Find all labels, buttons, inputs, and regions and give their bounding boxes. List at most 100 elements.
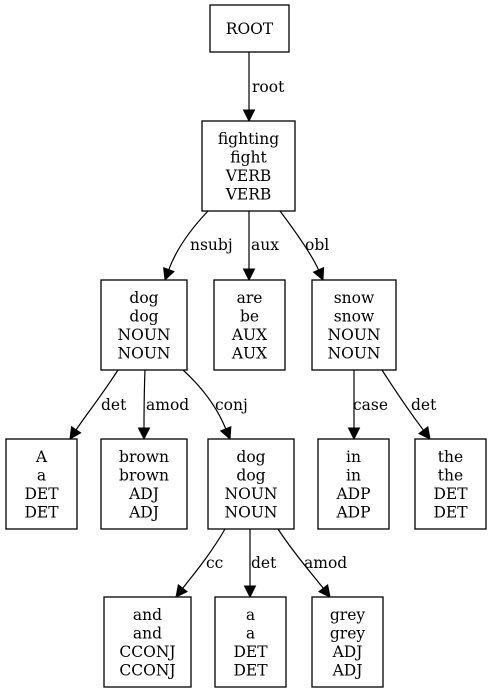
edge-line	[168, 210, 209, 270]
node-text: NOUN	[118, 344, 171, 362]
edge-label: nsubj	[190, 236, 233, 254]
edge-line	[143, 369, 146, 429]
arrowhead	[242, 109, 256, 123]
node-text: a	[246, 606, 255, 624]
edge-line	[75, 369, 119, 431]
arrowhead	[175, 584, 189, 598]
edge-label: det	[101, 396, 127, 414]
node-box	[414, 438, 487, 530]
node-text: snow	[334, 307, 375, 325]
node-box	[103, 596, 192, 688]
arrowhead	[219, 425, 232, 441]
edge-label: aux	[251, 236, 279, 254]
edge-line	[182, 528, 226, 589]
arrowhead	[312, 266, 325, 282]
node-text: the	[438, 448, 463, 466]
node-text: dog	[129, 289, 158, 307]
node-box	[214, 596, 287, 688]
edge-line	[277, 528, 324, 589]
node-text: DET	[24, 485, 59, 503]
node-text: DET	[233, 661, 268, 679]
edge-case-in: case	[347, 369, 388, 441]
edge-label: det	[251, 554, 277, 572]
edge-aux-are: aux	[242, 211, 279, 282]
nodes-layer: ROOTfightingfightVERBVERBdogdogNOUNNOUNa…	[5, 4, 487, 688]
node-text: AUX	[231, 344, 267, 362]
node-text: brown	[119, 466, 169, 484]
node-text: VERB	[225, 185, 272, 203]
node-text: DET	[233, 643, 268, 661]
edge-line	[279, 210, 320, 271]
node-box	[100, 279, 188, 371]
node-text: VERB	[225, 167, 272, 185]
node-text: NOUN	[328, 344, 381, 362]
edge-cc-and: cc	[175, 528, 226, 598]
node-text: AUX	[231, 326, 267, 344]
edge-label: cc	[206, 554, 223, 572]
node-text: ADJ	[128, 485, 159, 503]
edge-conj-dog2: conj	[182, 369, 248, 441]
edge-label: obl	[305, 236, 329, 254]
node-text: ADP	[335, 485, 370, 503]
edge-label: det	[411, 396, 437, 414]
arrowhead	[317, 584, 331, 598]
edge-amod-brown: amod	[137, 369, 189, 441]
node-text: in	[346, 448, 361, 466]
node-text: grey	[330, 606, 366, 624]
edge-nsubj-dog1: nsubj	[163, 210, 233, 282]
arrowhead	[69, 425, 82, 440]
node-root: ROOT	[209, 4, 290, 53]
node-text: grey	[330, 624, 366, 642]
node-text: snow	[334, 289, 375, 307]
edge-label: root	[252, 78, 285, 96]
node-text: DET	[433, 503, 468, 521]
edge-label: amod	[146, 396, 189, 414]
node-text: brown	[119, 448, 169, 466]
node-box	[311, 596, 384, 688]
node-box	[5, 438, 78, 530]
node-box	[201, 120, 296, 212]
node-text: in	[346, 466, 361, 484]
node-text: CCONJ	[119, 643, 175, 661]
arrowhead	[163, 267, 175, 282]
node-text: dog	[236, 466, 265, 484]
edge-line	[182, 369, 227, 430]
arrowhead	[242, 268, 256, 282]
node-text: A	[35, 448, 48, 466]
node-text: and	[133, 606, 162, 624]
node-text: DET	[433, 485, 468, 503]
node-text: a	[37, 466, 46, 484]
node-box	[317, 438, 390, 530]
node-text: NOUN	[118, 326, 171, 344]
edge-det-a-lower: det	[243, 528, 277, 599]
edge-label: conj	[215, 396, 248, 414]
arrowhead	[418, 426, 431, 440]
edge-det-the: det	[381, 369, 437, 440]
node-box	[207, 438, 295, 530]
node-text: ADJ	[332, 643, 363, 661]
node-text: CCONJ	[119, 661, 175, 679]
edge-amod-grey: amod	[277, 528, 347, 598]
edge-det-a-upper: det	[69, 369, 127, 440]
node-text: fight	[230, 148, 267, 166]
node-text: ADJ	[332, 661, 363, 679]
node-text: dog	[236, 448, 265, 466]
edge-root-fighting: root	[242, 52, 285, 123]
arrowhead	[347, 427, 361, 441]
node-text: fighting	[218, 130, 279, 148]
node-text: DET	[24, 503, 59, 521]
node-text: dog	[129, 307, 158, 325]
node-text: NOUN	[225, 503, 278, 521]
node-box	[311, 279, 397, 371]
node-text: ROOT	[226, 20, 274, 38]
